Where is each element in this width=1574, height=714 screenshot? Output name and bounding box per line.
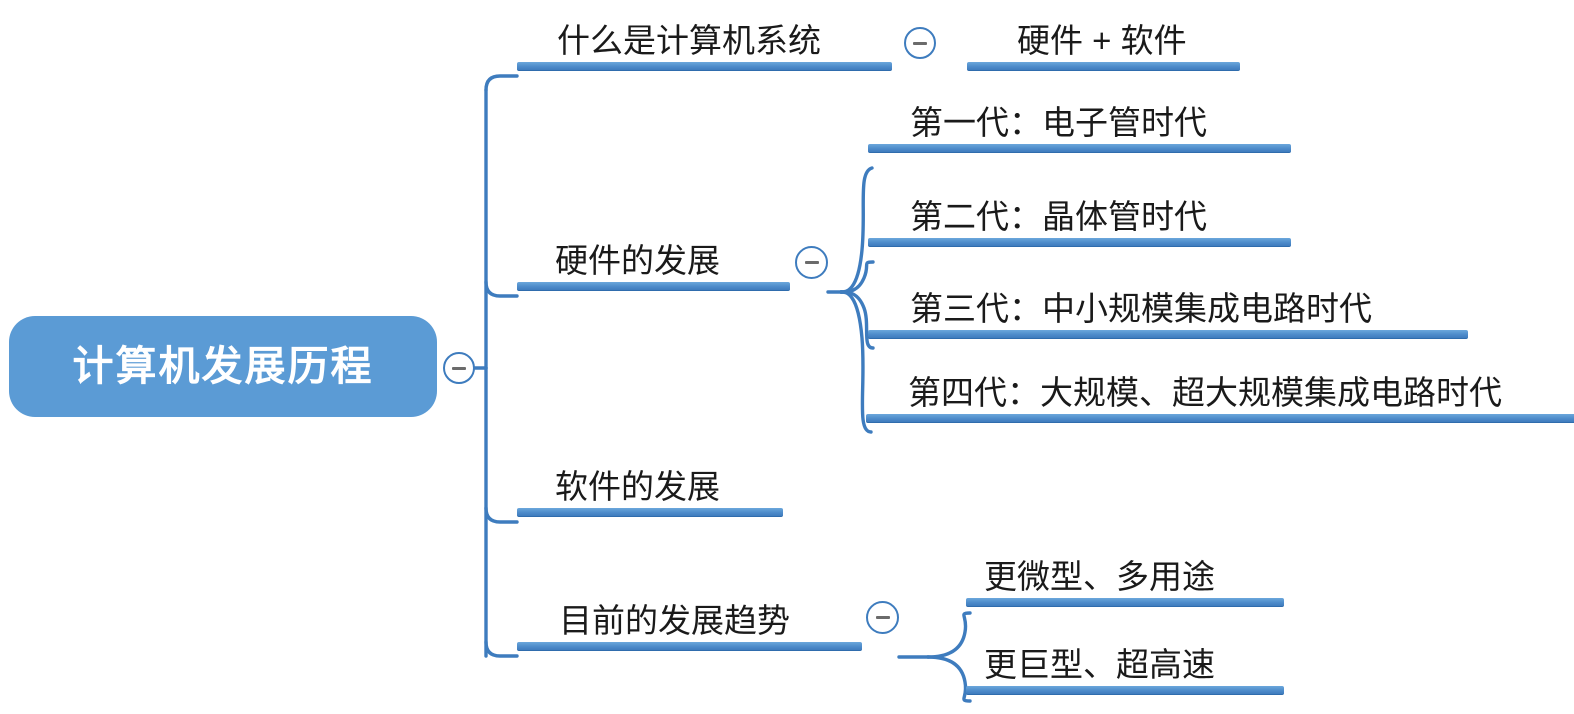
root-node[interactable]: 计算机发展历程 [9,316,437,417]
minus-icon [913,41,927,45]
link-to-what-is [484,74,519,92]
topic-label: 第一代：电子管时代 [910,104,1207,141]
topic-label: 更微型、多用途 [984,558,1215,595]
topic-underline-bar [866,414,1574,424]
link-trend-2 [926,655,972,703]
minus-icon [452,366,466,370]
topic-hardware-development[interactable]: 硬件的发展 [517,242,790,292]
topic-underline-bar [517,282,790,292]
topic-more-micro-multipurpose[interactable]: 更微型、多用途 [966,558,1284,608]
link-to-hardware [484,280,519,298]
topic-label: 什么是计算机系统 [557,22,821,59]
root-node-label: 计算机发展历程 [72,343,374,389]
topic-label: 目前的发展趋势 [559,602,790,639]
topic-underline-bar [517,642,862,652]
topic-more-giant-ultrafast[interactable]: 更巨型、超高速 [966,646,1284,696]
link-to-software [484,506,519,524]
root-collapse-toggle[interactable] [443,352,475,384]
minus-icon [875,616,890,619]
link-generation-4 [839,290,873,434]
topic-underline-bar [868,144,1291,154]
hardware-development-collapse-toggle[interactable] [795,246,828,279]
topic-what-is-computer-system[interactable]: 什么是计算机系统 [517,22,892,72]
topic-generation-1[interactable]: 第一代：电子管时代 [868,104,1291,154]
topic-generation-4[interactable]: 第四代：大规模、超大规模集成电路时代 [866,374,1574,424]
topic-generation-3[interactable]: 第三代：中小规模集成电路时代 [868,290,1468,340]
topic-current-trends[interactable]: 目前的发展趋势 [517,602,862,652]
link-to-trends [484,640,519,658]
link-trend-1 [926,611,972,659]
topic-hardware-plus-software[interactable]: 硬件 + 软件 [967,22,1240,72]
topic-underline-bar [868,330,1468,340]
topic-label: 更巨型、超高速 [984,646,1215,683]
topic-software-development[interactable]: 软件的发展 [517,468,783,518]
topic-label: 硬件的发展 [555,242,720,279]
current-trends-collapse-toggle[interactable] [866,601,899,634]
topic-label: 软件的发展 [555,468,720,505]
what-is-computer-system-collapse-toggle[interactable] [904,27,936,59]
topic-underline-bar [517,62,892,72]
topic-underline-bar [967,62,1240,72]
topic-label: 第二代：晶体管时代 [910,198,1207,235]
topic-label: 硬件 + 软件 [1017,22,1187,59]
topic-underline-bar [966,686,1284,696]
topic-label: 第三代：中小规模集成电路时代 [910,290,1372,327]
topic-underline-bar [966,598,1284,608]
topic-generation-2[interactable]: 第二代：晶体管时代 [868,198,1291,248]
topic-label: 第四代：大规模、超大规模集成电路时代 [908,374,1502,411]
topic-underline-bar [868,238,1291,248]
topic-underline-bar [517,508,783,518]
minus-icon [804,261,819,264]
